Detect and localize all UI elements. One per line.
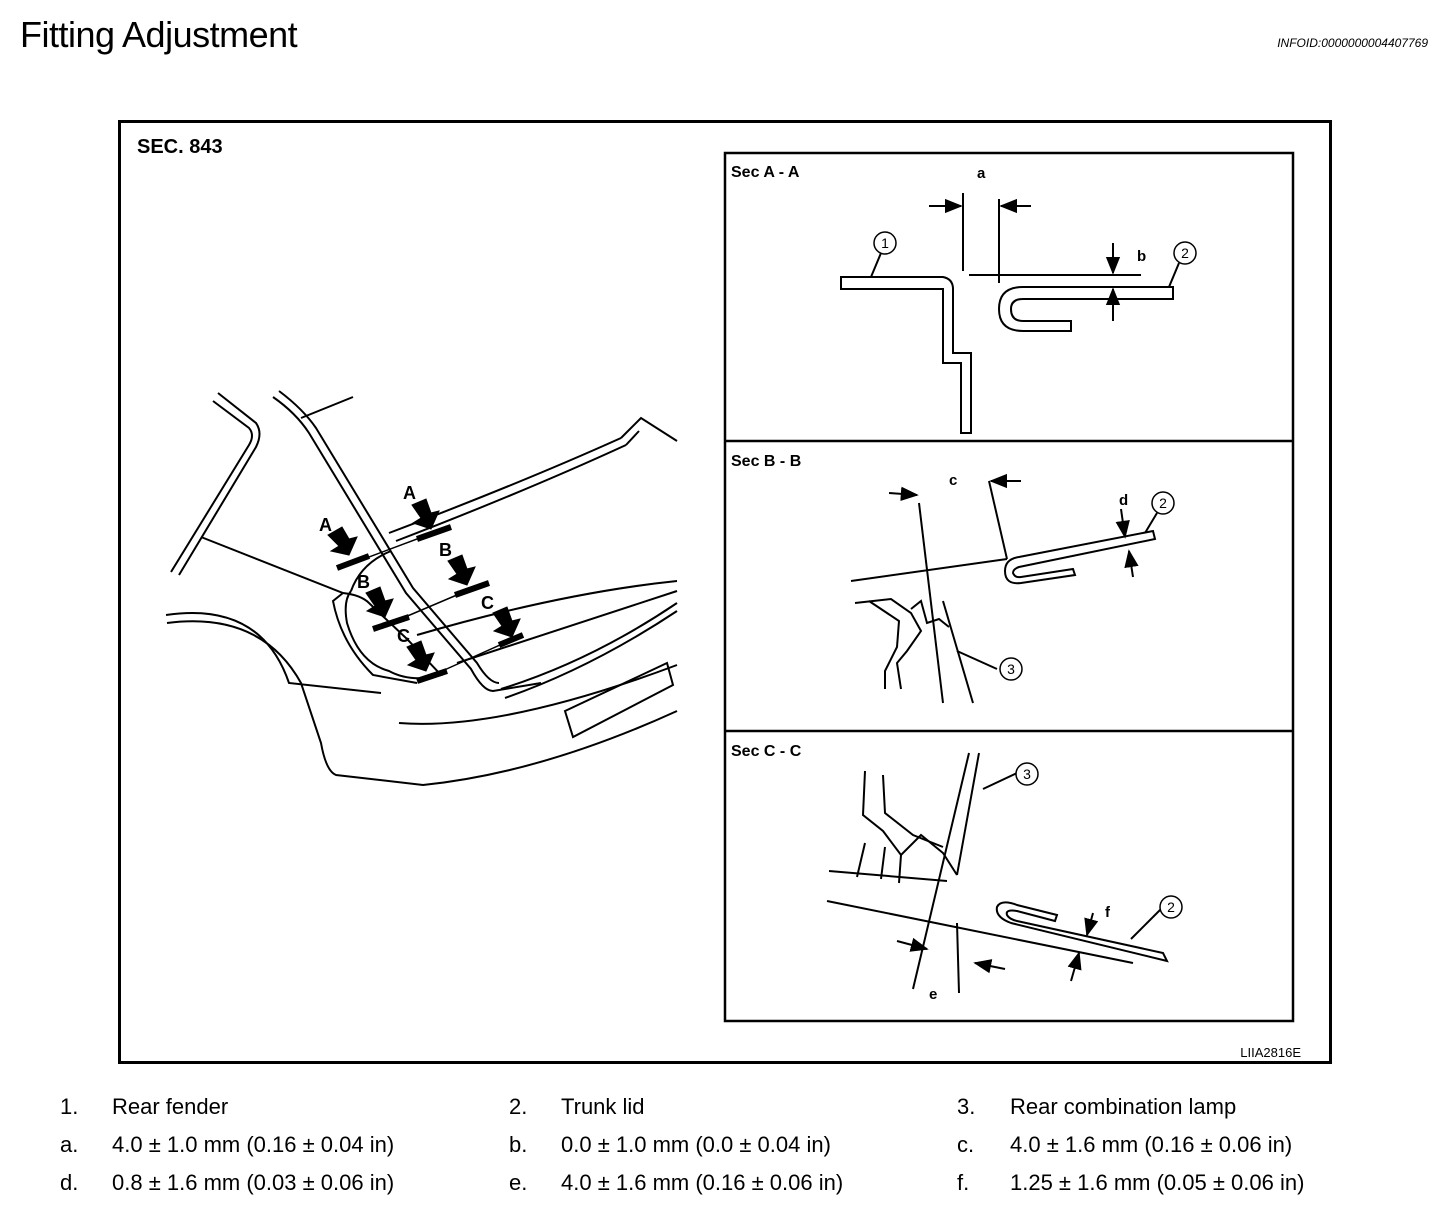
figure-frame: SEC. 843	[118, 120, 1332, 1064]
view-label-c-right: C	[481, 593, 494, 613]
legend-text: 0.0 ± 1.0 mm (0.0 ± 0.04 in)	[561, 1132, 831, 1157]
dim-label-d: d	[1119, 492, 1128, 509]
view-label-c-left: C	[397, 626, 410, 646]
legend-text: 0.8 ± 1.6 mm (0.03 ± 0.06 in)	[112, 1170, 395, 1195]
legend-key: f.	[957, 1170, 970, 1195]
legend-text: 4.0 ± 1.6 mm (0.16 ± 0.06 in)	[561, 1170, 844, 1195]
figure-code: LIIA2816E	[1240, 1045, 1301, 1060]
view-label-a-right: A	[403, 483, 416, 503]
callout-3-c: 3	[1023, 766, 1031, 782]
legend-key: 3.	[957, 1094, 976, 1119]
legend-key: a.	[60, 1132, 79, 1157]
section-c-panel: Sec C - C	[731, 743, 1183, 1003]
legend-text: 1.25 ± 1.6 mm (0.05 ± 0.06 in)	[1010, 1170, 1305, 1195]
dim-label-a: a	[977, 165, 986, 182]
dim-label-f: f	[1105, 904, 1111, 921]
legend-key: b.	[509, 1132, 528, 1157]
legend-key: 1.	[60, 1094, 79, 1119]
legend-row-parts: 1. Rear fender 2. Trunk lid 3. Rear comb…	[0, 1094, 1456, 1124]
info-id: INFOID:0000000004407769	[1277, 36, 1428, 50]
vehicle-rear-drawing	[165, 390, 678, 787]
section-c-title: Sec C - C	[731, 743, 802, 760]
section-b-panel: Sec B - B c	[731, 453, 1175, 704]
section-a-title: Sec A - A	[731, 164, 800, 181]
view-label-a-left: A	[319, 515, 332, 535]
legend-key: 2.	[509, 1094, 528, 1119]
callout-1: 1	[881, 235, 889, 251]
section-a-panel: Sec A - A a b 1	[731, 164, 1197, 434]
figure-drawing: SEC. 843	[137, 136, 1301, 1060]
callout-2-b: 2	[1159, 495, 1167, 511]
legend-text: Rear combination lamp	[1010, 1094, 1237, 1119]
legend-text: 4.0 ± 1.6 mm (0.16 ± 0.06 in)	[1010, 1132, 1293, 1157]
page-title: Fitting Adjustment	[20, 14, 298, 55]
dim-label-e: e	[929, 986, 937, 1003]
section-b-title: Sec B - B	[731, 453, 801, 470]
legend-text: Trunk lid	[561, 1094, 645, 1119]
view-label-b-right: B	[439, 540, 452, 560]
section-panels	[723, 151, 1295, 1023]
callout-2-a: 2	[1181, 245, 1189, 261]
legend-row-dims-1: a. 4.0 ± 1.0 mm (0.16 ± 0.04 in) b. 0.0 …	[0, 1132, 1456, 1162]
callout-3-b: 3	[1007, 661, 1015, 677]
section-label: SEC. 843	[137, 136, 223, 158]
legend-text: Rear fender	[112, 1094, 229, 1119]
legend-key: e.	[509, 1170, 528, 1195]
legend-text: 4.0 ± 1.0 mm (0.16 ± 0.04 in)	[112, 1132, 395, 1157]
view-label-b-left: B	[357, 572, 370, 592]
dim-label-c: c	[949, 472, 957, 489]
legend-row-dims-2: d. 0.8 ± 1.6 mm (0.03 ± 0.06 in) e. 4.0 …	[0, 1170, 1456, 1200]
callout-2-c: 2	[1167, 899, 1175, 915]
view-arrows	[327, 498, 525, 684]
legend-key: d.	[60, 1170, 79, 1195]
dim-label-b: b	[1137, 248, 1146, 265]
legend-key: c.	[957, 1132, 975, 1157]
